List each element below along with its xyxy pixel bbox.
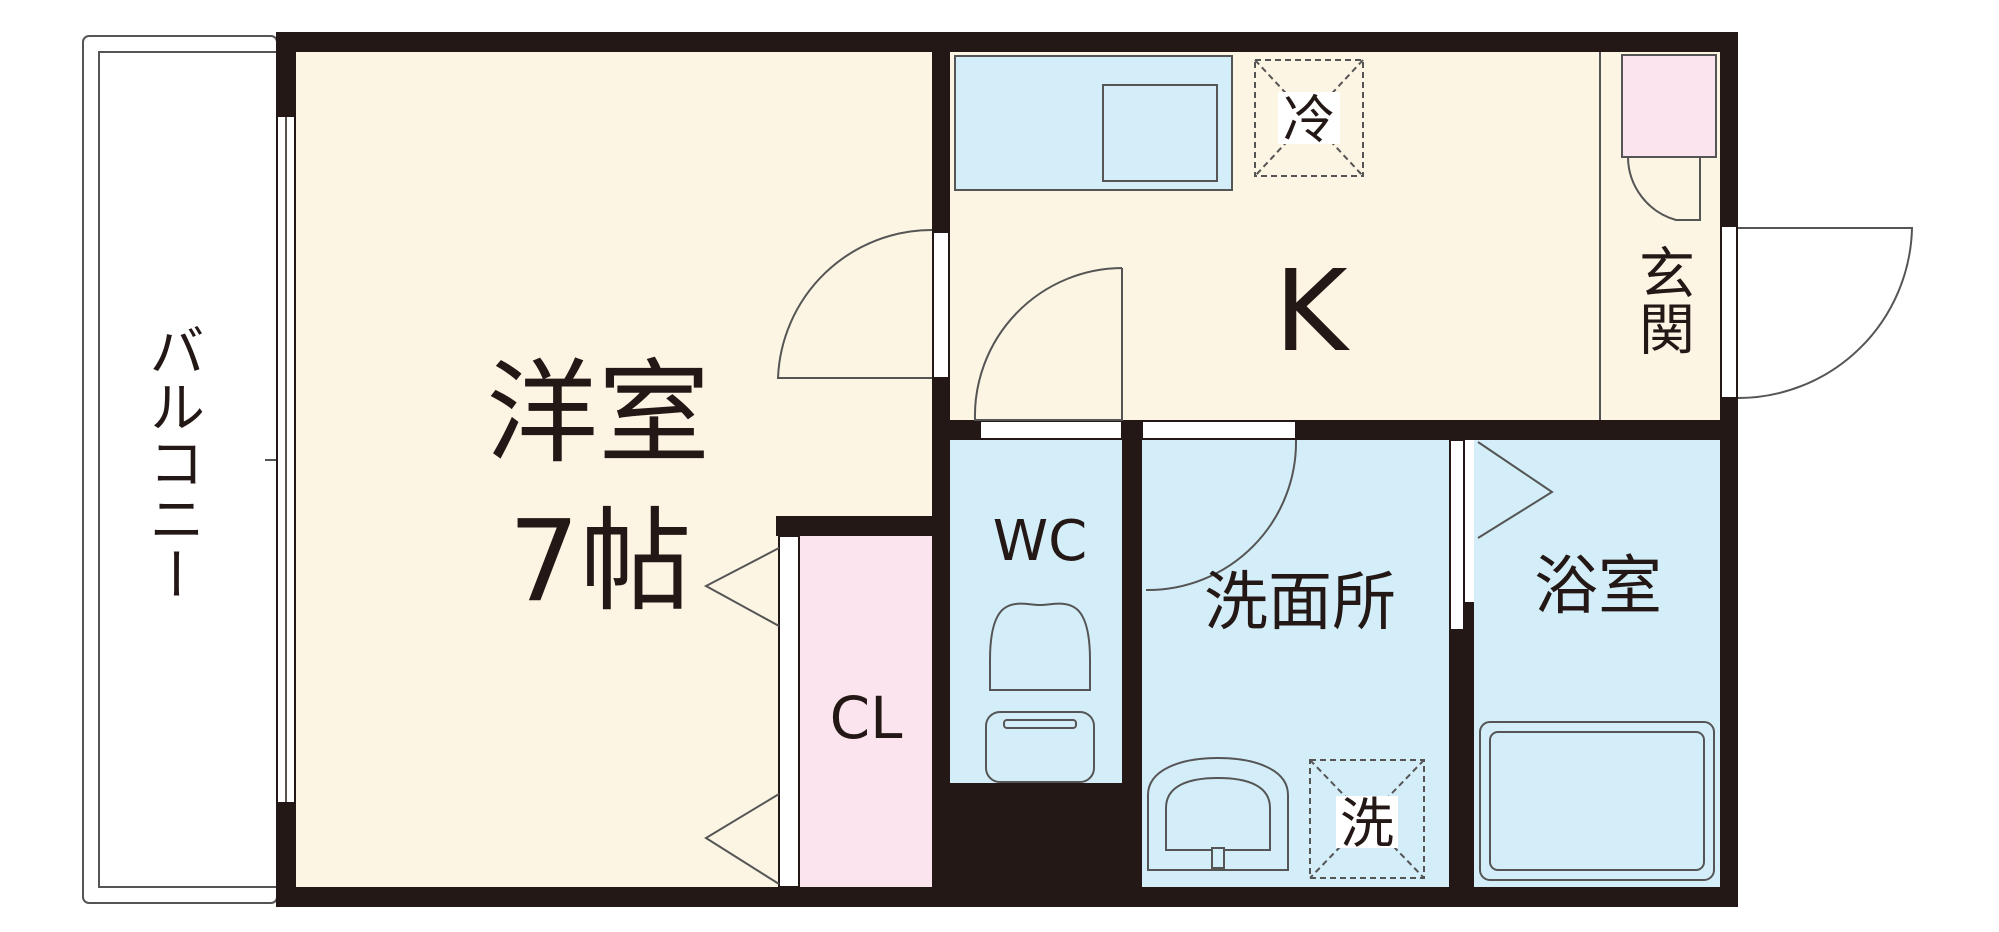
bathtub-inner: [1489, 731, 1705, 871]
washroom-label: 洗面所: [1204, 566, 1396, 640]
washroom-door-swing: [1146, 439, 1298, 591]
washroom-bath-partition: [1449, 439, 1465, 631]
toilet-fixture: [985, 602, 1095, 783]
entrance-door-frame: [1720, 225, 1738, 399]
wash-basin: [1147, 756, 1289, 871]
room-door-frame: [932, 231, 950, 379]
entrance-door-swing: [1737, 227, 1914, 399]
closet-floor: [800, 536, 932, 887]
western-room-size: 7帖: [508, 497, 691, 627]
bathroom-door-swing: [1477, 441, 1554, 539]
bathroom-label: 浴室: [1534, 550, 1662, 624]
western-room-name: 洋室: [486, 349, 710, 479]
toilet-door-swing: [973, 267, 1123, 421]
closet-label: CL: [830, 684, 903, 752]
bathtub: [1479, 721, 1715, 881]
closet-door-frame: [778, 535, 800, 888]
toilet-label: WC: [993, 509, 1087, 574]
shoe-cabinet-door-swing: [1627, 156, 1701, 221]
shoe-cabinet: [1621, 54, 1717, 158]
kitchen-label: K: [1274, 247, 1350, 377]
refrigerator-label: 冷: [1283, 91, 1335, 151]
washer-label: 洗: [1340, 792, 1394, 855]
walls: [276, 32, 1738, 907]
closet-door-swing-top: [703, 547, 780, 627]
washroom-door-frame: [1141, 420, 1297, 440]
entrance-label: 玄関: [1630, 244, 1695, 356]
closet-door-swing-bottom: [704, 793, 780, 885]
toilet-door-frame: [979, 420, 1123, 440]
refrigerator-space: [1254, 59, 1364, 177]
balcony-label: バルコニー: [140, 322, 205, 602]
room-door-swing: [776, 229, 933, 379]
kitchen-sink: [1102, 84, 1218, 182]
